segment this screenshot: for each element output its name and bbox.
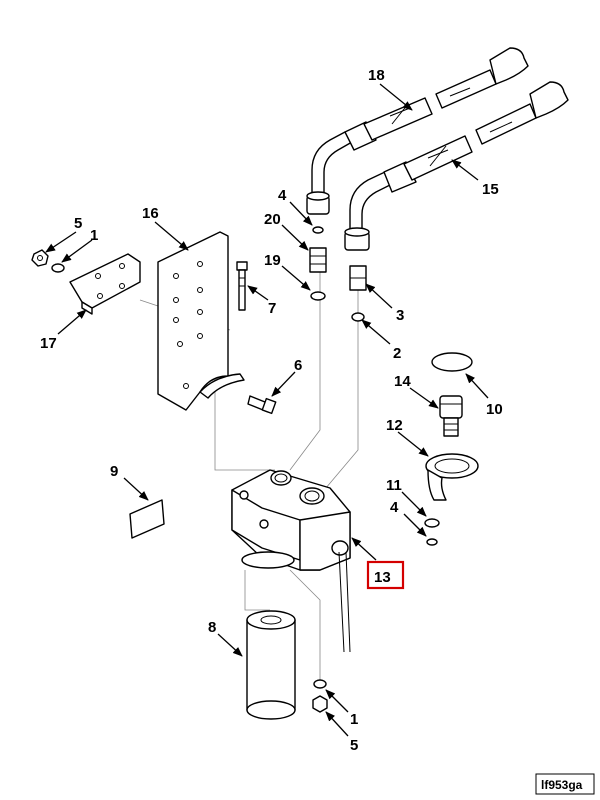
- callout-16: 16: [142, 205, 159, 222]
- callout-5-top: 5: [74, 215, 82, 232]
- callout-1-bottom: 1: [350, 711, 358, 728]
- callout-11: 11: [386, 477, 402, 494]
- callout-10: 10: [486, 401, 503, 418]
- nut-washer-top: [31, 249, 65, 273]
- hose-lower: [344, 81, 569, 251]
- callout-15: 15: [482, 181, 499, 198]
- callout-9: 9: [110, 463, 118, 480]
- filter-head: [231, 469, 351, 653]
- callout-6: 6: [294, 357, 302, 374]
- o-ring-large: [431, 352, 473, 372]
- filter-cartridge: [246, 610, 296, 720]
- callout-4-top: 4: [278, 187, 287, 204]
- highlight-box: [366, 560, 405, 590]
- bolt-long: [236, 261, 248, 311]
- callout-14: 14: [394, 373, 411, 390]
- hose-upper: [306, 47, 529, 215]
- fittings-column: [309, 226, 367, 322]
- callout-17: 17: [40, 335, 57, 352]
- callout-13-highlighted[interactable]: 13: [374, 569, 391, 586]
- label-sticker: [129, 499, 165, 539]
- callout-19: 19: [264, 252, 281, 269]
- o-rings-right: [424, 518, 440, 546]
- figure-code: lf953ga: [535, 773, 595, 795]
- callout-5-bottom: 5: [350, 737, 358, 754]
- callout-labels: 18 4 20 19 15 3 5 1 16 17 7 2 6 14 10 12…: [40, 67, 503, 754]
- callout-20: 20: [264, 211, 281, 228]
- callout-18: 18: [368, 67, 385, 84]
- callout-4-right: 4: [390, 499, 399, 516]
- callout-12: 12: [386, 417, 403, 434]
- callout-3: 3: [396, 307, 404, 324]
- figure-code-label: lf953ga: [541, 778, 583, 792]
- bracket-plate: [157, 231, 245, 411]
- callout-2: 2: [393, 345, 401, 362]
- callout-7: 7: [268, 300, 276, 317]
- fitting-14: [439, 395, 463, 437]
- elbow-12: [425, 453, 479, 501]
- leader-arrows: [45, 83, 489, 737]
- angle-bracket: [69, 253, 141, 315]
- nut-washer-bottom: [312, 679, 328, 713]
- callout-1-top: 1: [90, 227, 98, 244]
- callout-8: 8: [208, 619, 216, 636]
- bolt-short: [247, 395, 277, 415]
